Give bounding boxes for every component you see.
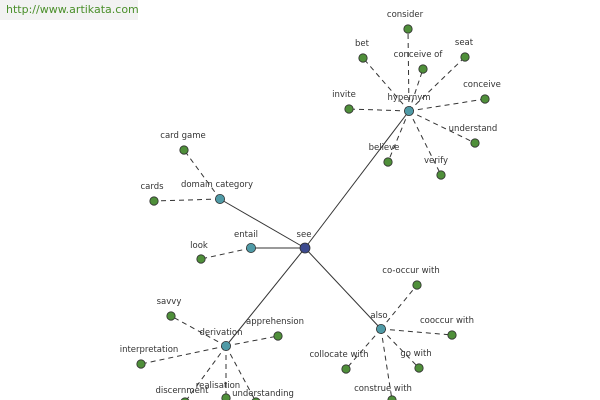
leaf-node-conceive[interactable] [480, 94, 490, 104]
leaf-label-cards[interactable]: cards [140, 182, 164, 192]
leaf-label-believe[interactable]: believe [369, 143, 400, 153]
leaf-node-cooccur-with[interactable] [447, 330, 457, 340]
labels-layer: consider bet conceive of seat invite conceive… [120, 10, 501, 399]
leaf-node-card-game[interactable] [179, 145, 189, 155]
edge-derivation-understanding [225, 345, 256, 400]
leaf-label-conceive[interactable]: conceive [463, 80, 501, 90]
leaf-node-bet[interactable] [358, 53, 368, 63]
leaf-node-conceive-of[interactable] [418, 64, 428, 74]
leaf-node-savvy[interactable] [166, 311, 176, 321]
leaf-label-savvy[interactable]: savvy [157, 297, 182, 307]
leaf-label-co-occur-with[interactable]: co-occur with [382, 266, 439, 276]
leaf-node-look[interactable] [196, 254, 206, 264]
edge-see-derivation [225, 247, 306, 347]
leaf-node-discernment[interactable] [180, 397, 190, 400]
edge-see-also [304, 247, 382, 330]
edge-see-hypernym [304, 110, 410, 249]
relation-node-domain-category[interactable] [214, 193, 225, 204]
edge-entail-look [200, 247, 252, 260]
leaf-label-discernment[interactable]: discernment [155, 386, 209, 396]
leaf-node-verify[interactable] [436, 170, 446, 180]
edge-domain-category-cards [153, 198, 221, 202]
relation-node-also[interactable] [375, 323, 386, 334]
edge-also-go-with [380, 328, 420, 369]
edge-hypernym-bet [362, 57, 410, 112]
leaf-label-collocate-with[interactable]: collocate with [310, 350, 369, 360]
leaf-label-card-game[interactable]: card game [160, 131, 205, 141]
edge-derivation-interpretation [140, 345, 227, 365]
relation-label-also[interactable]: also [370, 311, 387, 321]
edge-hypernym-conceive-of [408, 68, 424, 112]
edge-see-domain-category [219, 198, 306, 249]
leaf-label-cooccur-with[interactable]: cooccur with [420, 316, 474, 326]
nodes-layer [136, 24, 490, 400]
relation-label-entail[interactable]: entail [234, 230, 258, 240]
edge-hypernym-verify [408, 110, 442, 176]
edge-domain-category-card-game [183, 149, 221, 200]
edge-hypernym-understand [408, 110, 476, 144]
leaf-node-collocate-with[interactable] [341, 364, 351, 374]
leaf-label-realisation[interactable]: realisation [196, 381, 240, 391]
leaf-node-go-with[interactable] [414, 363, 424, 373]
leaf-label-verify[interactable]: verify [424, 156, 448, 166]
center-label-see[interactable]: see [297, 230, 312, 240]
leaf-label-understanding[interactable]: understanding [232, 389, 294, 399]
leaf-node-believe[interactable] [383, 157, 393, 167]
leaf-label-conceive-of[interactable]: conceive of [394, 50, 444, 60]
leaf-label-bet[interactable]: bet [355, 39, 370, 49]
edge-hypernym-invite [348, 108, 410, 112]
leaf-node-seat[interactable] [460, 52, 470, 62]
leaf-node-co-occur-with[interactable] [412, 280, 422, 290]
relation-node-hypernym[interactable] [403, 106, 414, 117]
leaf-node-understanding[interactable] [251, 397, 261, 400]
leaf-label-consider[interactable]: consider [387, 10, 424, 20]
leaf-label-look[interactable]: look [190, 241, 208, 251]
leaf-node-consider[interactable] [403, 24, 413, 34]
edge-hypernym-conceive [408, 98, 486, 112]
edges-layer [140, 28, 486, 400]
leaf-label-go-with[interactable]: go with [400, 349, 431, 359]
leaf-node-understand[interactable] [470, 138, 480, 148]
edge-also-construe-with [380, 328, 393, 400]
edge-hypernym-consider [407, 28, 410, 112]
leaf-label-understand[interactable]: understand [449, 124, 498, 134]
edge-hypernym-believe [387, 110, 410, 163]
relation-node-entail[interactable] [245, 242, 256, 253]
relation-label-hypernym[interactable]: hypernym [387, 93, 430, 103]
leaf-node-apprehension[interactable] [273, 331, 283, 341]
leaf-node-realisation[interactable] [221, 393, 231, 400]
leaf-node-invite[interactable] [344, 104, 354, 114]
edge-also-co-occur-with [380, 284, 418, 330]
edge-also-collocate-with [345, 328, 382, 370]
leaf-node-cards[interactable] [149, 196, 159, 206]
leaf-label-invite[interactable]: invite [332, 90, 356, 100]
leaf-label-construe-with[interactable]: construe with [354, 384, 412, 394]
edge-derivation-savvy [170, 315, 227, 347]
leaf-node-interpretation[interactable] [136, 359, 146, 369]
edge-also-cooccur-with [380, 328, 453, 336]
source-url[interactable]: http://www.artikata.com [0, 0, 139, 20]
edge-hypernym-seat [408, 56, 466, 112]
relation-label-derivation[interactable]: derivation [199, 328, 242, 338]
leaf-label-interpretation[interactable]: interpretation [120, 345, 179, 355]
leaf-label-seat[interactable]: seat [455, 38, 474, 48]
leaf-node-construe-with[interactable] [387, 395, 397, 400]
center-node-see[interactable] [299, 242, 311, 254]
edge-derivation-discernment [185, 345, 227, 400]
relation-label-domain-category[interactable]: domain category [181, 180, 253, 190]
relation-node-derivation[interactable] [220, 340, 231, 351]
leaf-label-apprehension[interactable]: apprehension [246, 317, 304, 327]
